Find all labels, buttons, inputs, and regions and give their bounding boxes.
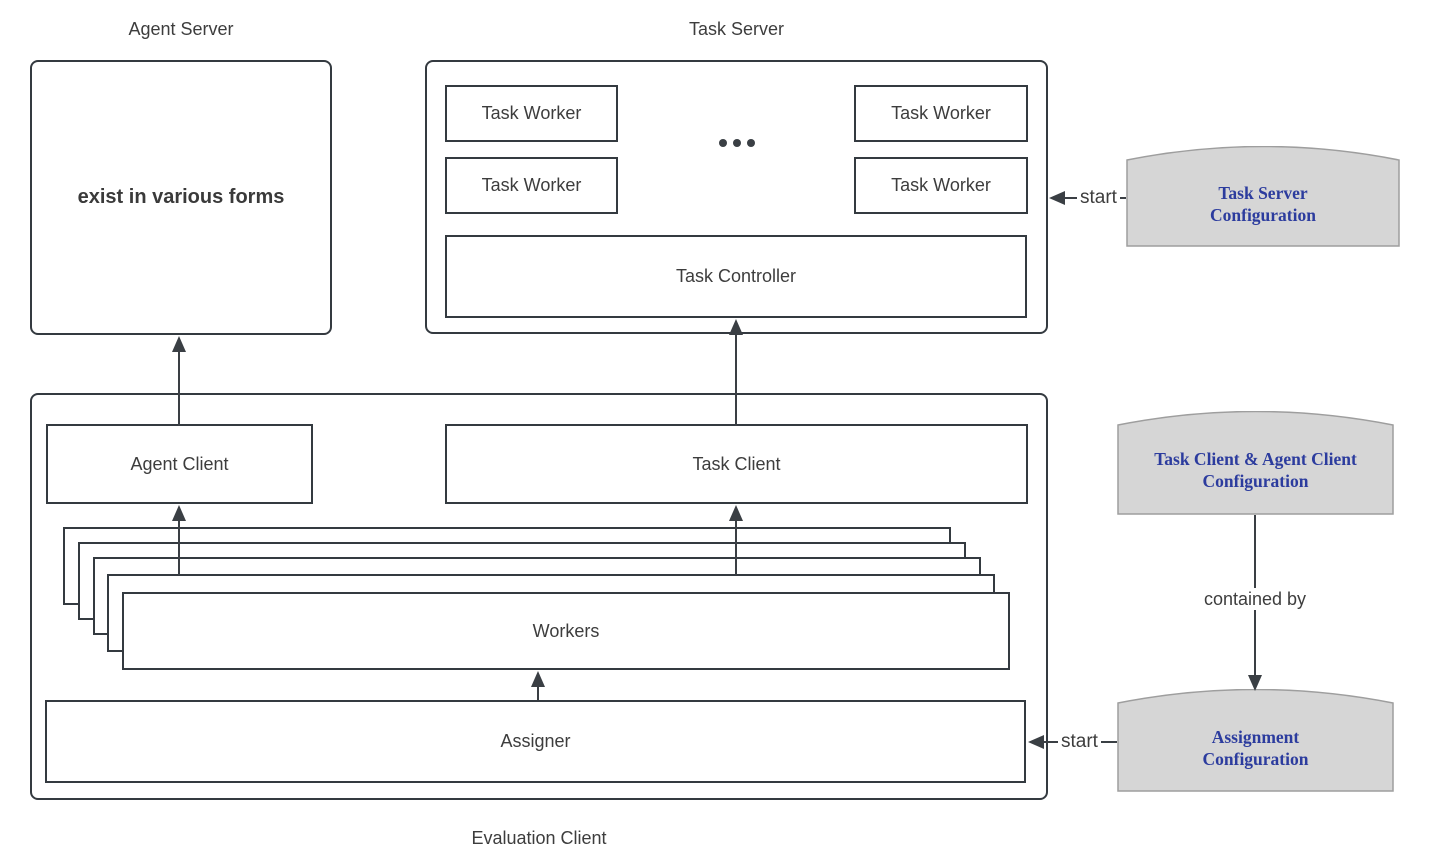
config-label-line: Task Client & Agent Client bbox=[1154, 449, 1357, 469]
edge-assigner-to-workers bbox=[537, 684, 539, 700]
arrow-left-icon bbox=[1049, 191, 1065, 205]
arrow-down-icon bbox=[1248, 675, 1262, 691]
client-configuration-card: Task Client & Agent Client Configuration bbox=[1117, 411, 1394, 515]
arrow-up-icon bbox=[729, 319, 743, 335]
dot-icon bbox=[747, 139, 755, 147]
curved-card-shape bbox=[1126, 146, 1400, 247]
arrow-left-icon bbox=[1028, 735, 1044, 749]
workers-box: Workers bbox=[122, 592, 1010, 670]
curved-card-shape bbox=[1117, 689, 1394, 792]
arrow-up-icon bbox=[729, 505, 743, 521]
task-worker-box: Task Worker bbox=[445, 157, 618, 214]
evaluation-client-title: Evaluation Client bbox=[471, 828, 607, 848]
task-worker-label: Task Worker bbox=[481, 103, 582, 123]
agent-server-content: exist in various forms bbox=[77, 186, 285, 208]
task-worker-box: Task Worker bbox=[854, 85, 1028, 142]
workers-label: Workers bbox=[532, 620, 600, 641]
task-client-label: Task Client bbox=[692, 453, 781, 474]
config-label-line: Configuration bbox=[1202, 471, 1309, 491]
arrow-up-icon bbox=[531, 671, 545, 687]
agent-server-box: exist in various forms bbox=[30, 60, 332, 335]
start-label: start bbox=[1058, 731, 1101, 753]
task-worker-label: Task Worker bbox=[891, 175, 991, 195]
config-label-line: Assignment bbox=[1211, 726, 1300, 747]
task-worker-box: Task Worker bbox=[445, 85, 618, 142]
edge-workers-to-task-client bbox=[735, 518, 737, 575]
contained-by-label: contained by bbox=[1200, 588, 1310, 610]
task-server-title: Task Server bbox=[688, 19, 785, 39]
task-worker-label: Task Worker bbox=[481, 175, 582, 195]
config-label-line: Configuration bbox=[1202, 748, 1309, 769]
start-label: start bbox=[1077, 187, 1120, 209]
arrow-up-icon bbox=[172, 336, 186, 352]
arrow-up-icon bbox=[172, 505, 186, 521]
config-label-line: Task Server bbox=[1218, 182, 1308, 203]
task-controller-label: Task Controller bbox=[675, 266, 797, 286]
assignment-configuration-card: Assignment Configuration bbox=[1117, 689, 1394, 792]
edge-agent-client-to-agent-server bbox=[178, 349, 180, 426]
edge-task-client-to-task-controller bbox=[735, 332, 737, 426]
task-server-configuration-card: Task Server Configuration bbox=[1126, 146, 1400, 247]
task-worker-label: Task Worker bbox=[891, 103, 991, 123]
task-worker-box: Task Worker bbox=[854, 157, 1028, 214]
config-label-line: Configuration bbox=[1210, 204, 1316, 225]
dot-icon bbox=[733, 139, 741, 147]
dot-icon bbox=[719, 139, 727, 147]
curved-card-shape bbox=[1117, 411, 1394, 515]
agent-client-label: Agent Client bbox=[130, 453, 229, 474]
agent-server-title: Agent Server bbox=[128, 19, 234, 39]
assigner-label: Assigner bbox=[500, 731, 571, 751]
assigner-box: Assigner bbox=[45, 700, 1026, 783]
edge-workers-to-agent-client bbox=[178, 518, 180, 575]
agent-client-box: Agent Client bbox=[46, 424, 313, 504]
task-controller-box: Task Controller bbox=[445, 235, 1027, 318]
ellipsis-icon bbox=[719, 139, 755, 147]
task-client-box: Task Client bbox=[445, 424, 1028, 504]
